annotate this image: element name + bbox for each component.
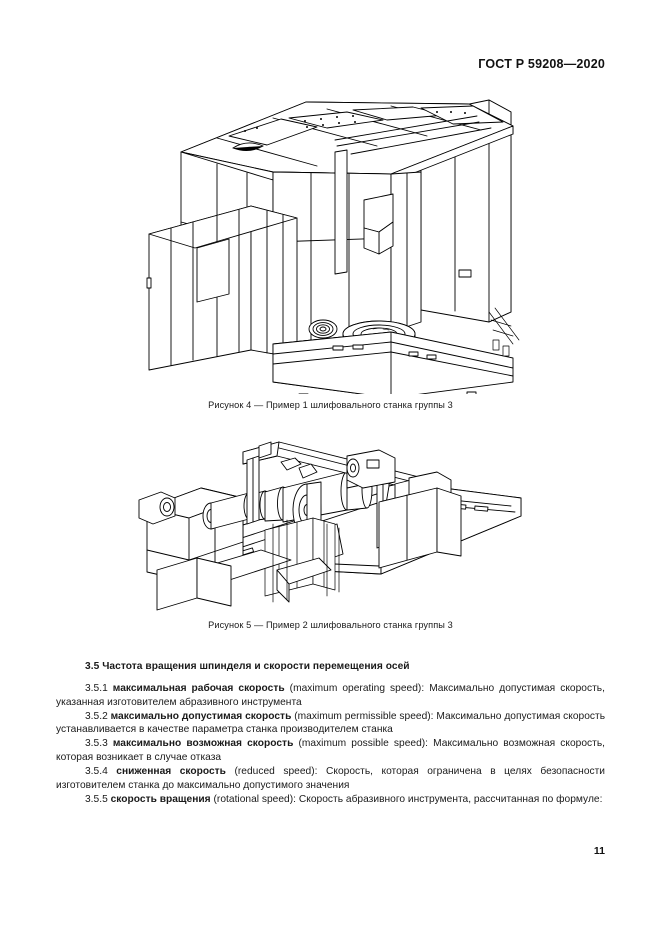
figure-4-caption: Рисунок 4 — Пример 1 шлифовального станк… bbox=[208, 400, 453, 410]
term-name-3-5-2: максимально допустимая скорость bbox=[110, 710, 292, 722]
term-name-3-5-1: максимальная рабочая скорость bbox=[112, 683, 285, 694]
section-3-5-content: 3.5 Частота вращения шпинделя и скорости… bbox=[56, 661, 605, 807]
term-number-3-5-2: 3.5.2 bbox=[85, 710, 108, 722]
term-definition-3-5-4: 3.5.4 сниженная скорость (reduced speed)… bbox=[56, 765, 605, 792]
term-text-3-5-2: Максимально допусти­мая скорость устанав… bbox=[56, 710, 606, 736]
term-english-3-5-2: (maximum permissible speed): bbox=[294, 710, 434, 722]
figure-5-illustration bbox=[138, 441, 521, 611]
term-number-3-5-4: 3.5.4 bbox=[85, 766, 108, 778]
term-number-3-5-1: 3.5.1 bbox=[85, 683, 108, 694]
term-text-3-5-3: Максимально возможная скорость, которая … bbox=[56, 738, 606, 763]
page-number: 11 bbox=[593, 845, 605, 857]
term-definition-3-5-2: 3.5.2 максимально допустимая скорость (m… bbox=[56, 710, 605, 737]
term-text-3-5-1: Максимально допустимая скорость, указанн… bbox=[56, 683, 605, 708]
figure-5-block: Рисунок 5 — Пример 2 шлифовального станк… bbox=[0, 424, 661, 630]
term-text-3-5-5: Скорость абразивного инструмента, рассчи… bbox=[298, 793, 603, 805]
figure-4-illustration bbox=[146, 99, 519, 394]
term-number-3-5-3: 3.5.3 bbox=[85, 738, 108, 750]
section-heading-3-5: 3.5 Частота вращения шпинделя и скорости… bbox=[85, 661, 410, 672]
figure-4-block: Рисунок 4 — Пример 1 шлифовального станк… bbox=[0, 82, 661, 410]
term-name-3-5-5: скорость вращения bbox=[110, 793, 211, 805]
term-name-3-5-4: сниженная скорость bbox=[116, 766, 226, 778]
term-text-3-5-4: Скорость, которая ограничена в целях без… bbox=[56, 766, 606, 791]
term-english-3-5-3: (maximum possible speed): bbox=[298, 738, 429, 750]
term-definition-3-5-1: 3.5.1 максимальная рабочая скорость (max… bbox=[56, 682, 605, 709]
term-english-3-5-4: (reduced speed): bbox=[234, 766, 318, 778]
term-name-3-5-3: максимально возможная скорость bbox=[112, 738, 294, 750]
term-english-3-5-1: (maximum operating speed): bbox=[289, 683, 425, 694]
term-definition-3-5-5: 3.5.5 скорость вращения (rotational spee… bbox=[56, 793, 605, 807]
term-english-3-5-5: (rotational speed): bbox=[213, 793, 297, 805]
term-number-3-5-5: 3.5.5 bbox=[85, 793, 108, 805]
figure-5-caption: Рисунок 5 — Пример 2 шлифовального станк… bbox=[208, 620, 453, 630]
document-header-standard-number: ГОСТ Р 59208—2020 bbox=[478, 57, 605, 71]
term-definition-3-5-3: 3.5.3 максимально возможная скорость (ma… bbox=[56, 737, 605, 764]
